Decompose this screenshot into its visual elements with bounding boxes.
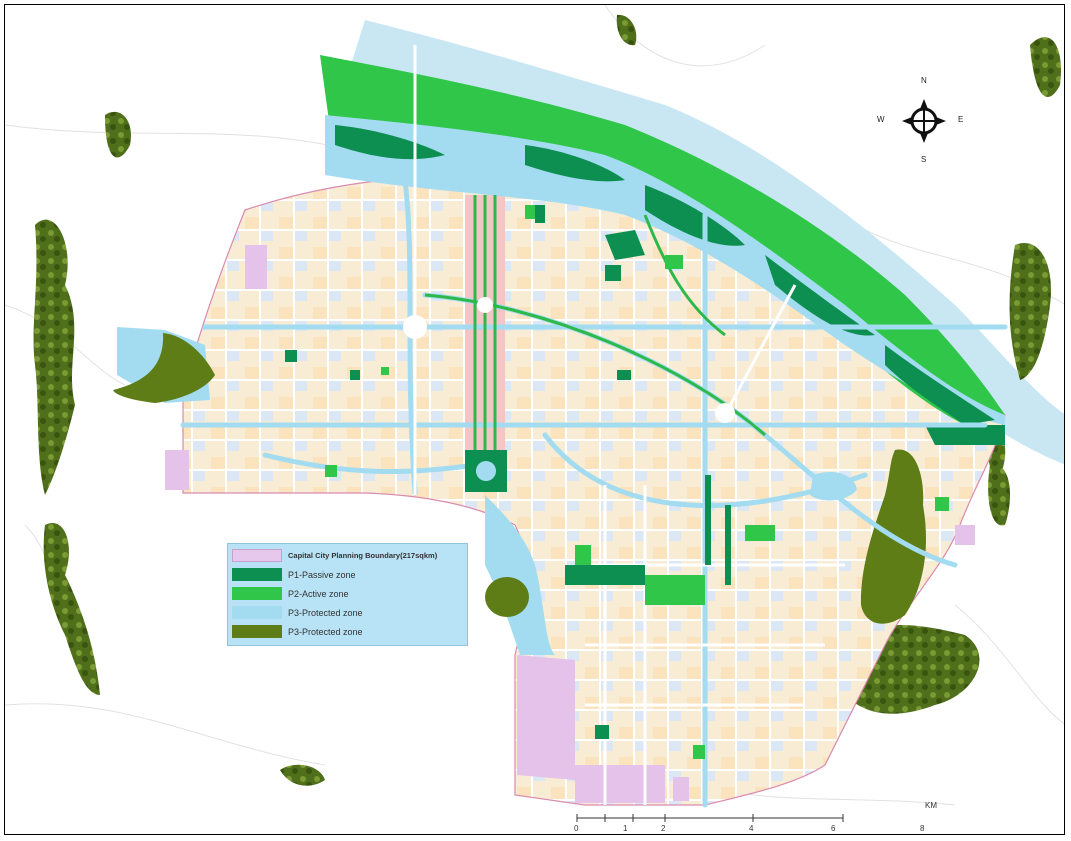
- compass-rose: [902, 99, 946, 143]
- scale-tick-label: 0: [574, 824, 579, 833]
- riverfront-passive-patches: [335, 125, 1005, 445]
- mountain-ranges: [33, 14, 1061, 786]
- city-zoning-map: [5, 5, 1064, 822]
- scale-tick-label: 4: [749, 824, 754, 833]
- legend-swatch: [232, 587, 282, 600]
- south-water-channel: [485, 495, 555, 655]
- compass-east-label: E: [958, 115, 964, 124]
- legend-swatch: [232, 606, 282, 619]
- scale-tick-label: 1: [623, 824, 628, 833]
- compass-west-label: W: [877, 115, 885, 124]
- legend-item-boundary: Capital City Planning Boundary(217sqkm): [232, 548, 437, 563]
- legend-item-active-zone: P2-Active zone: [232, 586, 349, 601]
- legend-item-protected-water: P3-Protected zone: [232, 605, 363, 620]
- legend-label: Capital City Planning Boundary(217sqkm): [288, 551, 438, 560]
- white-grid-roads: [413, 45, 845, 805]
- west-forest-hill: [113, 333, 215, 403]
- legend-label: P1-Passive zone: [288, 569, 356, 580]
- compass-south-label: S: [921, 155, 927, 164]
- scale-tick-label: 8: [920, 824, 925, 833]
- scale-bar: [576, 814, 844, 822]
- legend-item-protected-forest: P3-Protected zone: [232, 624, 363, 639]
- legend-swatch: [232, 549, 282, 562]
- legend-label: P3-Protected zone: [288, 607, 363, 618]
- roundabouts: [403, 297, 735, 423]
- scale-tick-label: 2: [661, 824, 666, 833]
- institutional-zones: [165, 245, 975, 803]
- compass-north-label: N: [921, 76, 927, 85]
- scale-unit-label: KM: [925, 801, 937, 810]
- map-legend: Capital City Planning Boundary(217sqkm) …: [227, 543, 468, 646]
- legend-label: P2-Active zone: [288, 588, 349, 599]
- legend-swatch: [232, 625, 282, 638]
- river-channel: [325, 115, 1005, 425]
- legend-item-passive-zone: P1-Passive zone: [232, 567, 356, 582]
- south-forest-hill: [485, 577, 529, 617]
- scale-tick-label: 6: [831, 824, 836, 833]
- scattered-parks: [285, 205, 949, 759]
- map-frame: N S W E KM 0 1 2 4 6 8 Capital City Plan…: [4, 4, 1065, 835]
- legend-label: P3-Protected zone: [288, 626, 363, 637]
- legend-swatch: [232, 568, 282, 581]
